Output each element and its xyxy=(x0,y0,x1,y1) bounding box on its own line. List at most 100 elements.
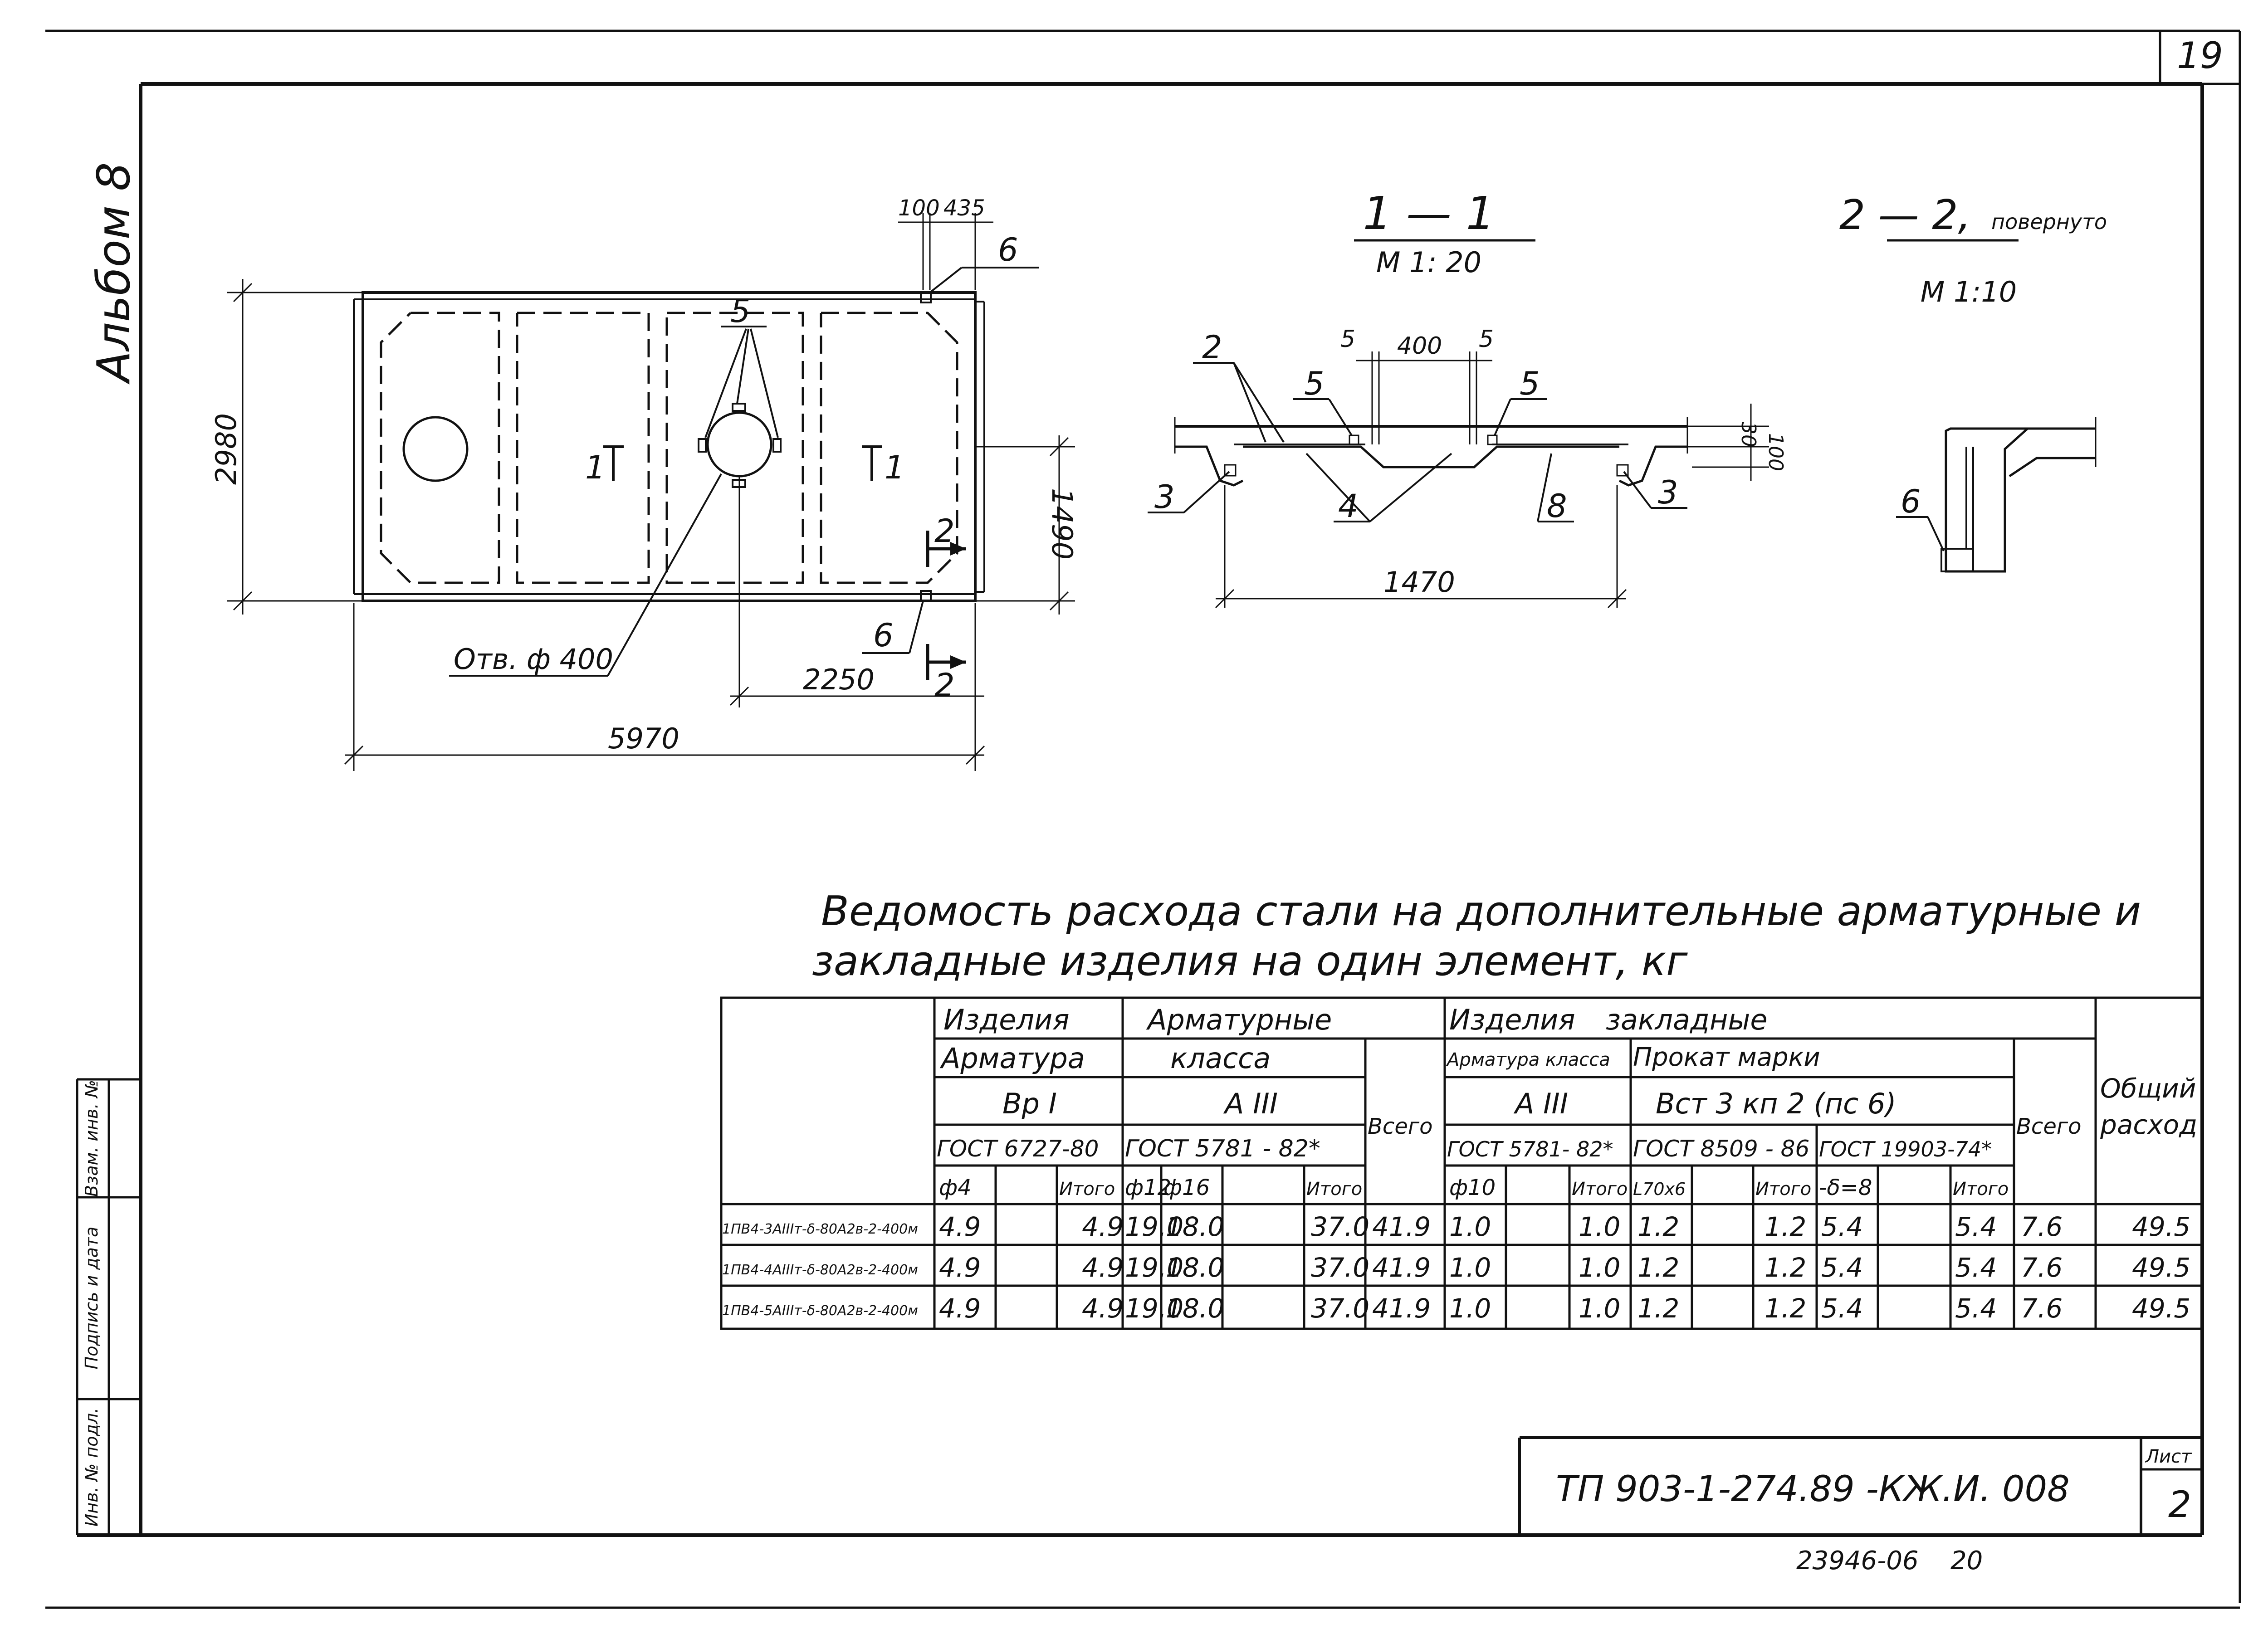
h-vst3: Вст 3 кп 2 (пс 6) xyxy=(1656,1087,1897,1120)
row-name: 1ПВ4-5АIIIт-δ-80А2в-2-400м xyxy=(722,1303,918,1319)
dim-100: 100 xyxy=(898,195,940,221)
cell-d8: 5.4 xyxy=(1821,1211,1863,1242)
h-a3: А III xyxy=(1223,1087,1278,1120)
h-gost6727: ГОСТ 6727-80 xyxy=(937,1136,1099,1162)
sub-itogo1: Итого xyxy=(1059,1179,1115,1200)
section2-title-suffix: повернуто xyxy=(1991,210,2107,234)
cell-f4: 4.9 xyxy=(939,1252,981,1283)
plan-callout-6-bottom: 6 xyxy=(873,617,894,654)
h-gost5781b: ГОСТ 5781- 82* xyxy=(1447,1137,1613,1161)
h-arm-klassa: Арматура класса xyxy=(1446,1049,1610,1070)
side-stamp: Инв. № подл. Подпись и дата Взам. инв. № xyxy=(82,1080,102,1527)
s1-dim-30: 30 xyxy=(1737,422,1760,447)
album-label: Альбом 8 xyxy=(87,162,140,385)
cell-f10: 1.0 xyxy=(1449,1211,1491,1242)
dim-435: 435 xyxy=(943,195,985,221)
cell-itogo2: 37.0 xyxy=(1311,1211,1369,1242)
section2-title: 2 — 2, xyxy=(1839,191,1971,239)
cell-itogo1: 4.9 xyxy=(1082,1252,1124,1283)
table-title-line2: закладные изделия на один элемент, кг xyxy=(812,937,1688,985)
h-armatura: Арматура xyxy=(939,1042,1085,1075)
h-bp1: Вр I xyxy=(1002,1087,1057,1120)
footer-page: 20 xyxy=(1950,1546,1983,1575)
h-izd-zakl-2: закладные xyxy=(1606,1003,1768,1036)
cell-d8: 5.4 xyxy=(1821,1252,1863,1283)
cell-itogo1: 4.9 xyxy=(1082,1293,1124,1324)
side-stamp-sign: Подпись и дата xyxy=(82,1227,102,1370)
cell-vsego1: 41.9 xyxy=(1372,1211,1431,1242)
cell-vsego2: 7.6 xyxy=(2021,1293,2063,1324)
plan-callout-5: 5 xyxy=(730,293,751,330)
cell-f4: 4.9 xyxy=(939,1293,981,1324)
h-klassa: класса xyxy=(1170,1042,1271,1075)
s1-dim-5-right: 5 xyxy=(1479,326,1494,353)
s1-dim-5-left: 5 xyxy=(1340,326,1355,353)
h-vsego2: Всего xyxy=(2016,1114,2081,1139)
s1-callout-3-left: 3 xyxy=(1154,478,1175,516)
section-1-1: 1 — 1 М 1: 20 400 5 5 30 100 xyxy=(1148,187,1787,609)
cell-vsego2: 7.6 xyxy=(2021,1211,2063,1242)
cell-itogo4: 1.2 xyxy=(1765,1293,1806,1324)
s1-callout-5-left: 5 xyxy=(1304,365,1325,402)
sub-f12: ф12 xyxy=(1125,1175,1171,1200)
table-row: 1ПВ4-5АIIIт-δ-80А2в-2-400м 4.9 4.9 19.0 … xyxy=(722,1293,2190,1324)
dim-2980: 2980 xyxy=(210,413,243,485)
sub-itogo4: Итого xyxy=(1755,1179,1811,1200)
dim-5970: 5970 xyxy=(608,722,679,755)
h-gost19903: ГОСТ 19903-74* xyxy=(1819,1137,1992,1161)
section1-mark-left: 1 xyxy=(585,449,606,486)
table-row: 1ПВ4-3АIIIт-δ-80А2в-2-400м 4.9 4.9 19.0 … xyxy=(722,1211,2190,1242)
cell-d8: 5.4 xyxy=(1821,1293,1863,1324)
cell-l70: 1.2 xyxy=(1637,1211,1679,1242)
cell-f12: 19.0 xyxy=(1125,1293,1183,1324)
h-gost8509: ГОСТ 8509 - 86 xyxy=(1633,1136,1809,1162)
s1-dim-1470: 1470 xyxy=(1383,566,1455,599)
cell-f12: 19.0 xyxy=(1125,1211,1183,1242)
h-obshiy-2: расход xyxy=(2100,1109,2197,1140)
plan-view: 1 1 2 2 5 6 6 Отв. ф 400 100 435 xyxy=(210,195,1079,771)
cell-f10: 1.0 xyxy=(1449,1293,1491,1324)
s1-callout-2: 2 xyxy=(1202,329,1222,366)
sub-f10: ф10 xyxy=(1449,1175,1496,1200)
h-prokat: Прокат марки xyxy=(1633,1043,1820,1072)
hole-label: Отв. ф 400 xyxy=(454,643,613,676)
document-code: ТП 903-1-274.89 -КЖ.И. 008 xyxy=(1556,1469,2070,1510)
sub-itogo5: Итого xyxy=(1953,1179,2009,1200)
section2-scale: М 1:10 xyxy=(1921,275,2017,308)
sub-itogo2: Итого xyxy=(1306,1179,1362,1200)
cell-f16: 18.0 xyxy=(1166,1211,1224,1242)
h-a3b: А III xyxy=(1513,1087,1568,1120)
s1-callout-8: 8 xyxy=(1547,488,1567,525)
title-block: ТП 903-1-274.89 -КЖ.И. 008 Лист 2 23946-… xyxy=(1518,1436,2202,1575)
sub-f16: ф16 xyxy=(1163,1175,1210,1200)
list-value: 2 xyxy=(2168,1483,2191,1526)
cell-itogo3: 1.0 xyxy=(1579,1211,1620,1242)
h-gost5781: ГОСТ 5781 - 82* xyxy=(1125,1135,1320,1162)
h-izd-arm-2: Арматурные xyxy=(1146,1003,1332,1036)
h-izd-arm-1: Изделия xyxy=(943,1003,1070,1036)
s1-callout-3-right: 3 xyxy=(1658,474,1678,511)
row-name: 1ПВ4-3АIIIт-δ-80А2в-2-400м xyxy=(722,1221,918,1237)
side-stamp-replace: Взам. инв. № xyxy=(82,1080,102,1197)
s1-dim-100: 100 xyxy=(1764,433,1787,471)
cell-f12: 19.0 xyxy=(1125,1252,1183,1283)
cell-vsego1: 41.9 xyxy=(1372,1252,1431,1283)
section2-mark-top: 2 xyxy=(934,512,955,550)
cell-vsego1: 41.9 xyxy=(1372,1293,1431,1324)
cell-f4: 4.9 xyxy=(939,1211,981,1242)
cell-itogo4: 1.2 xyxy=(1765,1211,1806,1242)
steel-schedule: Ведомость расхода стали на дополнительны… xyxy=(720,888,2204,1330)
section2-mark-bottom: 2 xyxy=(934,667,955,704)
cell-itogo4: 1.2 xyxy=(1765,1252,1806,1283)
table-title-line1: Ведомость расхода стали на дополнительны… xyxy=(821,888,2141,935)
cell-total: 49.5 xyxy=(2132,1252,2190,1283)
s1-callout-5-right: 5 xyxy=(1520,365,1540,402)
section1-title: 1 — 1 xyxy=(1363,187,1495,240)
plan-callout-6-top: 6 xyxy=(998,231,1018,268)
h-izd-zakl-1: Изделия xyxy=(1449,1003,1575,1036)
section-2-2: 2 — 2, повернуто М 1:10 6 xyxy=(1839,191,2107,573)
footer-number: 23946-06 xyxy=(1796,1546,1919,1575)
cell-vsego2: 7.6 xyxy=(2021,1252,2063,1283)
table-row: 1ПВ4-4АIIIт-δ-80А2в-2-400м 4.9 4.9 19.0 … xyxy=(722,1252,2190,1283)
